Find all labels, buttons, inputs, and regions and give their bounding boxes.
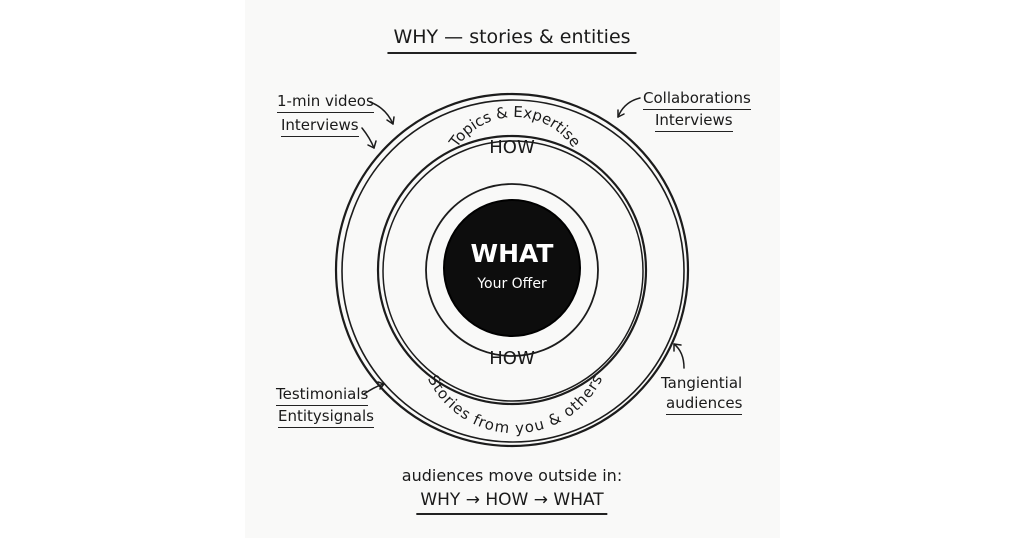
center-title: WHAT [471,239,554,268]
how-bottom-title: HOW [489,348,535,369]
label-top-left-1: 1-min videos [277,92,374,113]
how-top-title: HOW [489,137,535,158]
label-bottom-left-2: Entitysignals [278,407,374,428]
label-bottom-right-2: audiences [666,394,743,415]
arrow-top-left-1 [369,101,395,125]
center-disc [443,199,581,337]
label-top-left-2: Interviews [281,116,359,137]
diagram-title: WHY — stories & entities [387,26,637,54]
arrow-bottom-left [363,381,385,395]
middle-ring [376,134,648,406]
inner-ring [425,183,599,357]
label-bottom-right-1: Tangiential [661,374,743,392]
outer-ring-inner-stroke [341,99,685,443]
arrow-bottom-right [673,343,685,369]
arrow-top-right [617,97,641,118]
label-top-right-2: Interviews [655,111,733,132]
footer-caption: audiences move outside in: [401,466,623,485]
footer-sequence: WHY → HOW → WHAT [416,490,608,515]
arrow-top-left-2 [361,127,377,149]
middle-ring-inner-stroke [382,140,644,402]
center-subtitle: Your Offer [476,276,547,292]
outer-ring [334,92,690,448]
label-top-right-1: Collaborations [643,89,751,110]
label-bottom-left-1: Testimonials [276,385,369,406]
